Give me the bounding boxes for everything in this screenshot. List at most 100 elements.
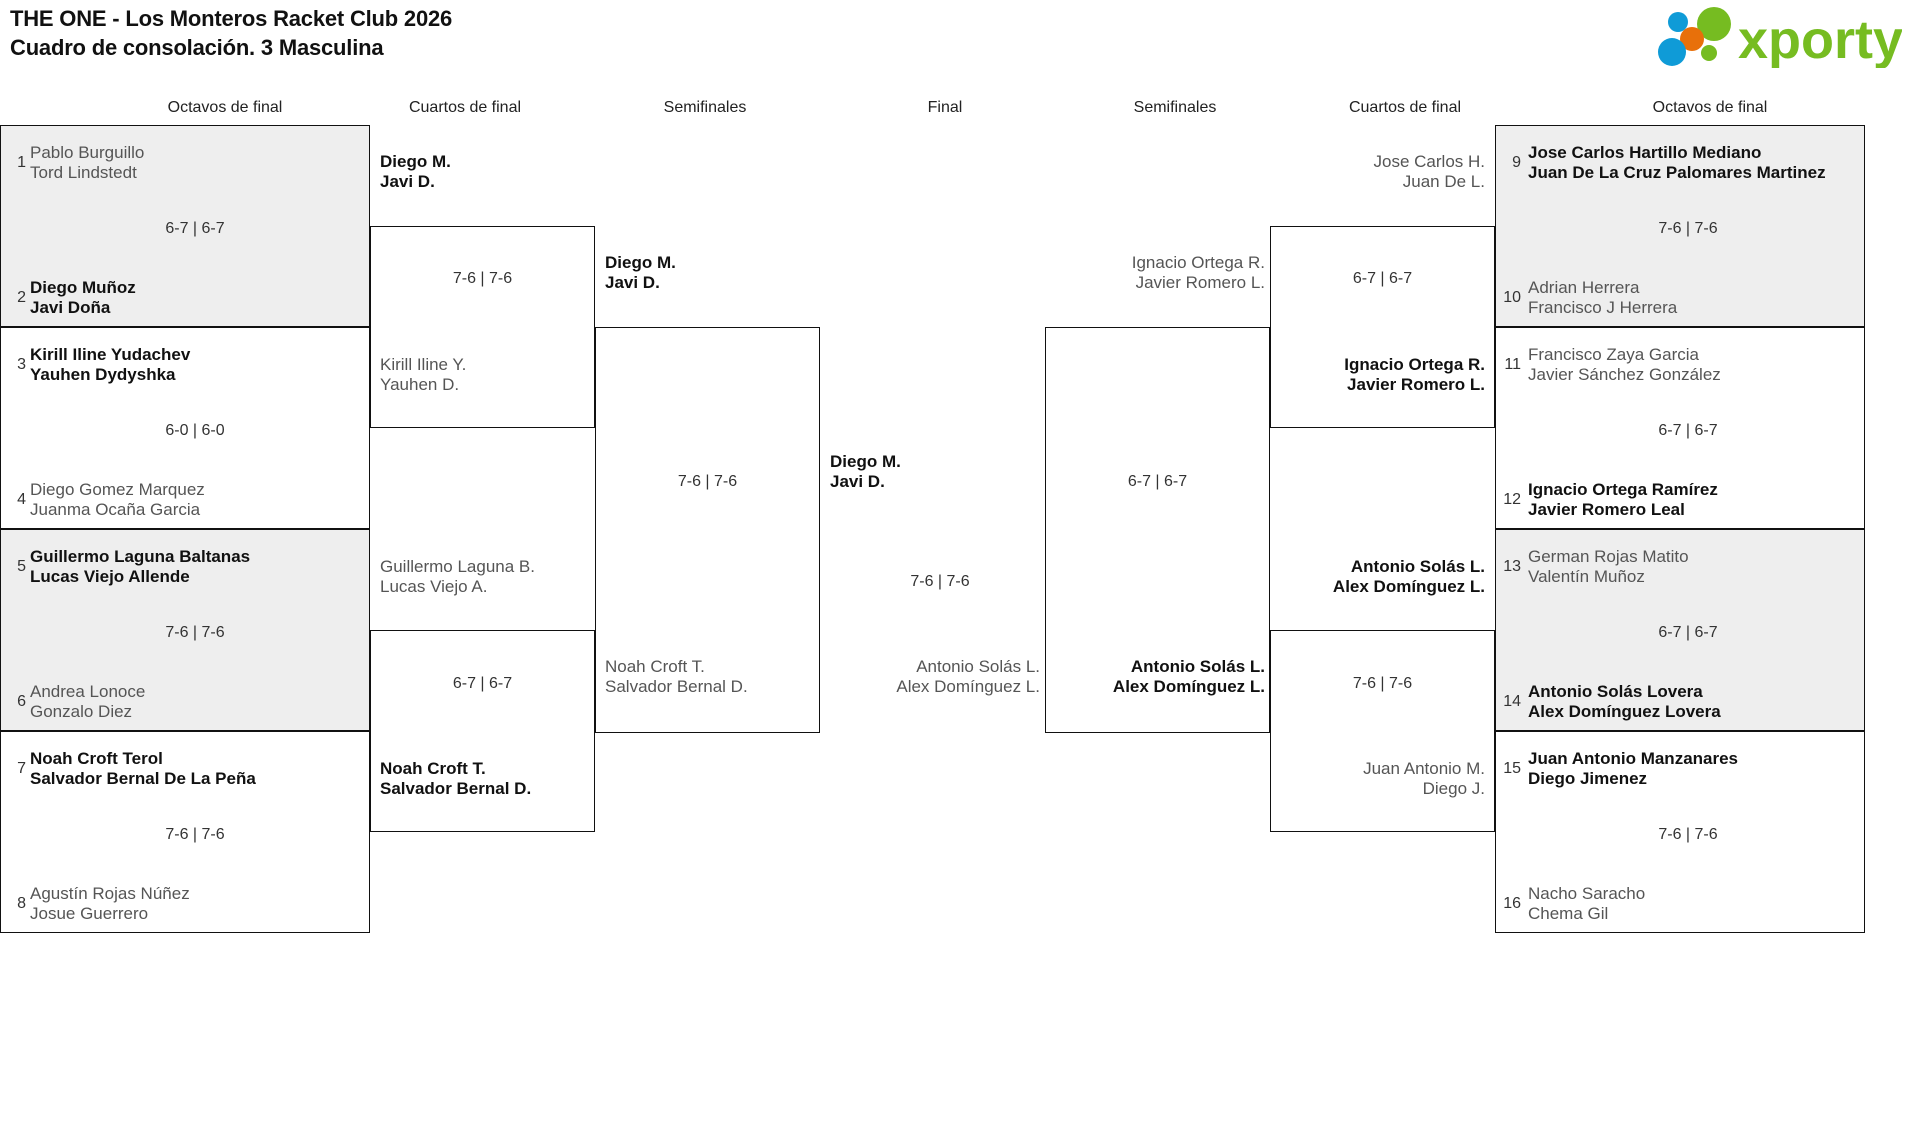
round-header-left-qf: Cuartos de final xyxy=(408,99,522,116)
round-header-final: Final xyxy=(927,99,963,116)
team-player-1: Ignacio Ortega R. xyxy=(1131,253,1265,272)
match-box-r2[interactable] xyxy=(1495,327,1865,529)
team-entry: Noah Croft T.Salvador Bernal D. xyxy=(605,657,815,697)
team-player-1: Guillermo Laguna Baltanas xyxy=(30,547,251,566)
match-box-rqf2[interactable] xyxy=(1270,630,1495,832)
team-player-2: Javi D. xyxy=(380,171,435,191)
team-player-2: Juanma Ocaña Garcia xyxy=(30,499,201,519)
team-entry: Kirill Iline Y.Yauhen D. xyxy=(380,355,590,395)
team-player-2: Josue Guerrero xyxy=(30,903,149,923)
team-player-2: Lucas Viejo Allende xyxy=(30,566,190,586)
team-player-1: Diego M. xyxy=(380,152,451,171)
team-player-1: Ignacio Ortega Ramírez xyxy=(1528,480,1718,499)
team-player-2: Alex Domínguez L. xyxy=(1112,676,1265,696)
team-player-2: Valentín Muñoz xyxy=(1528,566,1645,586)
team-player-2: Diego J. xyxy=(1422,778,1485,798)
team-player-1: Kirill Iline Yudachev xyxy=(30,345,191,364)
match-score: 7-6 | 7-6 xyxy=(1658,220,1718,237)
xporty-logo: xporty xyxy=(1652,6,1902,68)
match-box-r4[interactable] xyxy=(1495,731,1865,933)
team-player-2: Javier Romero Leal xyxy=(1528,499,1685,519)
team-player-1: Jose Carlos H. xyxy=(1373,152,1485,171)
page-header: THE ONE - Los Monteros Racket Club 2026 … xyxy=(0,0,1920,96)
seed-number: 4 xyxy=(17,491,26,508)
round-header-left-r16: Octavos de final xyxy=(167,99,283,116)
team-player-1: Francisco Zaya Garcia xyxy=(1528,345,1699,364)
seed-number: 13 xyxy=(1503,558,1521,575)
team-player-1: Andrea Lonoce xyxy=(30,682,146,701)
round-header-right-r16: Octavos de final xyxy=(1652,99,1768,116)
team-entry: Ignacio Ortega R.Javier Romero L. xyxy=(1280,355,1485,395)
team-player-2: Salvador Bernal D. xyxy=(380,778,532,798)
team-player-2: Juan De La Cruz Palomares Martinez xyxy=(1528,162,1826,182)
match-box-l2[interactable] xyxy=(0,327,370,529)
team-player-2: Javier Sánchez González xyxy=(1528,364,1721,384)
match-score: 6-7 | 6-7 xyxy=(1352,270,1413,287)
match-score: 6-7 | 6-7 xyxy=(1127,473,1188,490)
team-player-2: Lucas Viejo A. xyxy=(380,576,488,596)
seed-number: 15 xyxy=(1503,760,1521,777)
team-player-2: Javi D. xyxy=(605,272,660,292)
team-player-2: Javi D. xyxy=(830,471,885,491)
match-score: 7-6 | 7-6 xyxy=(165,826,225,843)
team-entry: Noah Croft T.Salvador Bernal D. xyxy=(380,759,590,799)
team-player-1: Pablo Burguillo xyxy=(30,143,145,162)
team-player-1: Noah Croft T. xyxy=(605,657,705,676)
team-player-2: Juan De L. xyxy=(1402,171,1485,191)
seed-number: 12 xyxy=(1503,491,1521,508)
team-player-1: Juan Antonio M. xyxy=(1363,759,1485,778)
team-entry: Jose Carlos H.Juan De L. xyxy=(1280,152,1485,192)
team-player-2: Chema Gil xyxy=(1528,903,1609,923)
team-player-1: Guillermo Laguna B. xyxy=(380,557,535,576)
match-box-lqf2[interactable] xyxy=(370,630,595,832)
team-player-1: Antonio Solás L. xyxy=(916,657,1040,676)
team-player-2: Salvador Bernal D. xyxy=(605,676,748,696)
match-box-rsf1[interactable] xyxy=(1045,327,1270,733)
match-box-r1[interactable] xyxy=(1495,125,1865,327)
team-player-1: Kirill Iline Y. xyxy=(380,355,467,374)
team-player-1: Antonio Solás L. xyxy=(1130,657,1265,676)
seed-number: 11 xyxy=(1504,356,1521,373)
team-entry: Antonio Solás L.Alex Domínguez L. xyxy=(1055,657,1265,697)
team-player-2: Salvador Bernal De La Peña xyxy=(30,768,256,788)
team-player-1: Diego Muñoz xyxy=(30,278,136,297)
page-title: THE ONE - Los Monteros Racket Club 2026 … xyxy=(10,6,453,60)
team-player-1: Noah Croft Terol xyxy=(30,749,163,768)
seed-number: 8 xyxy=(17,895,26,912)
match-box-l4[interactable] xyxy=(0,731,370,933)
match-box-rqf1[interactable] xyxy=(1270,226,1495,428)
team-player-1: Agustín Rojas Núñez xyxy=(30,884,190,903)
team-player-1: Diego M. xyxy=(605,253,676,272)
match-score: 7-6 | 7-6 xyxy=(165,624,225,641)
match-box-lqf1[interactable] xyxy=(370,226,595,428)
team-entry: Juan Antonio M.Diego J. xyxy=(1280,759,1485,799)
match-box-l3[interactable] xyxy=(0,529,370,731)
team-player-2: Javi Doña xyxy=(30,297,111,317)
seed-number: 2 xyxy=(17,289,26,306)
match-box-r3[interactable] xyxy=(1495,529,1865,731)
round-header-right-qf: Cuartos de final xyxy=(1348,99,1462,116)
seed-number: 5 xyxy=(17,558,26,575)
team-player-1: Diego Gomez Marquez xyxy=(30,480,205,499)
match-score: 7-6 | 7-6 xyxy=(452,270,513,287)
round-header-right-sf: Semifinales xyxy=(1133,99,1217,116)
match-score: 6-0 | 6-0 xyxy=(165,422,225,439)
team-player-1: Jose Carlos Hartillo Mediano xyxy=(1528,143,1762,162)
match-score: 7-6 | 7-6 xyxy=(1352,675,1413,692)
match-box-l1[interactable] xyxy=(0,125,370,327)
team-entry: Ignacio Ortega R.Javier Romero L. xyxy=(1055,253,1265,293)
match-score: 7-6 | 7-6 xyxy=(677,473,738,490)
match-box-lsf1[interactable] xyxy=(595,327,820,733)
seed-number: 9 xyxy=(1512,154,1521,171)
seed-number: 14 xyxy=(1503,693,1521,710)
